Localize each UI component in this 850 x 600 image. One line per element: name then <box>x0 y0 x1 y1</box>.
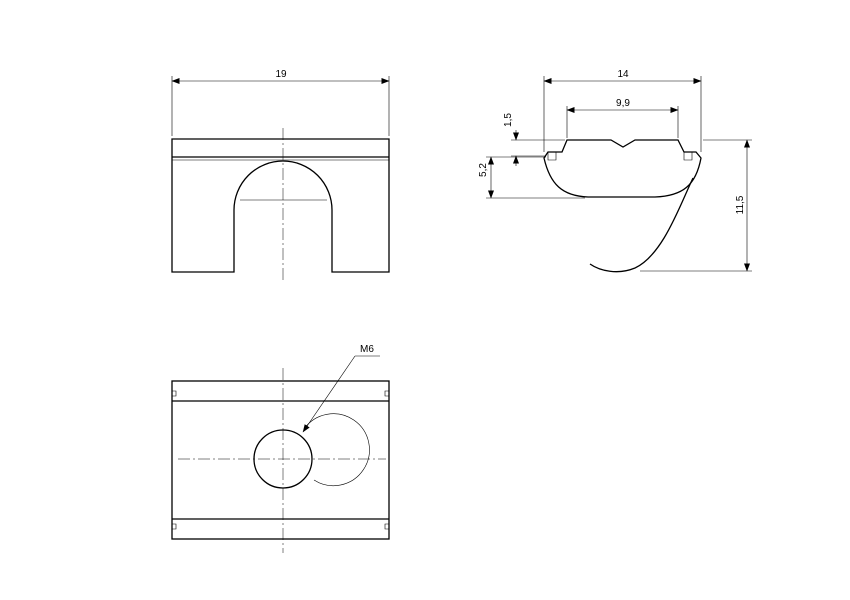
dimension-side-total-height: 11,5 <box>640 139 752 272</box>
top-view-notch-tl <box>172 390 177 397</box>
top-view: M6 <box>171 344 390 553</box>
dimension-side-inner-width-label: 9,9 <box>616 98 630 109</box>
side-view-profile <box>543 139 702 198</box>
top-view-outline <box>171 380 390 540</box>
thread-major-arc <box>303 413 370 486</box>
front-view: 19 <box>171 69 390 280</box>
dimension-side-total-height-label: 11,5 <box>735 195 746 214</box>
dimension-side-body-height-label: 5,2 <box>478 163 489 177</box>
dimension-side-lip-height-label: 1,5 <box>503 113 514 127</box>
dimension-side-width: 14 <box>543 69 702 152</box>
top-view-notch-bl <box>172 523 177 530</box>
dimension-side-inner-width: 9,9 <box>566 98 679 138</box>
thread-callout-label: M6 <box>360 344 374 355</box>
front-view-outline <box>171 138 390 273</box>
dimension-side-lip-height: 1,5 <box>503 113 565 166</box>
side-view-left-notch <box>547 152 557 161</box>
dimension-side-body-height: 5,2 <box>478 156 585 199</box>
dimension-front-width: 19 <box>171 69 390 136</box>
dimension-side-width-label: 14 <box>617 69 629 80</box>
thread-callout: M6 <box>302 344 380 433</box>
side-view-tail <box>589 177 694 273</box>
dimension-front-width-label: 19 <box>275 69 287 80</box>
side-view: 14 9,9 1,5 5,2 11,5 <box>478 69 752 273</box>
side-view-right-notch <box>683 152 693 161</box>
top-view-notch-tr <box>384 390 389 397</box>
top-view-notch-br <box>384 523 389 530</box>
